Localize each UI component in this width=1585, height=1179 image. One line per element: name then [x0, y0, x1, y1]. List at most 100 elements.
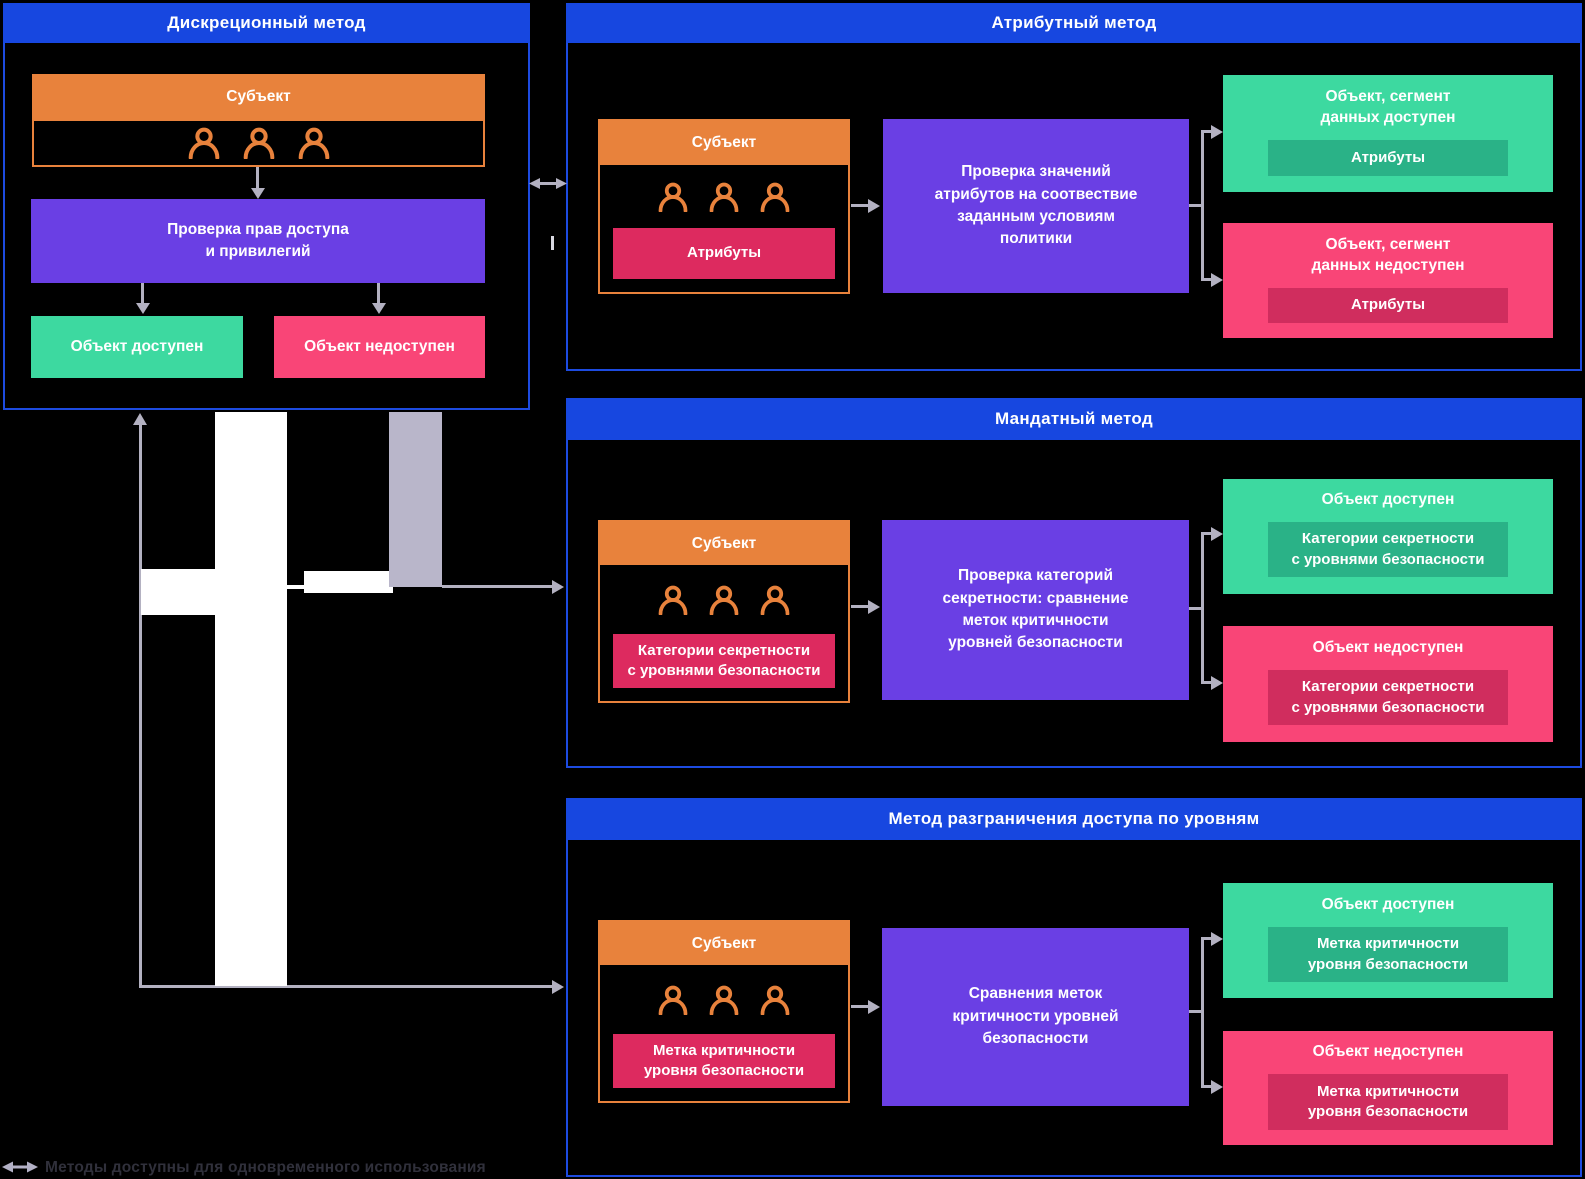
- arrow-right-icon: [552, 980, 564, 994]
- person-icon: [760, 585, 790, 615]
- arrow-right-icon: [1211, 932, 1223, 946]
- subject-label: Субъект: [226, 87, 291, 105]
- process-box: Проверка прав доступа и привилегий: [31, 199, 485, 283]
- lavender-connector-vertical: [389, 412, 442, 587]
- arrow-right-icon: [1211, 527, 1223, 541]
- result-granted-tag: Категории секретности с уровнями безопас…: [1268, 522, 1508, 577]
- subject-users: [600, 965, 848, 1034]
- subject-users-strip: [32, 119, 485, 167]
- arrow-right-icon: [1211, 125, 1223, 139]
- fork-line: [1203, 532, 1213, 535]
- panel-mandatory-header: Мандатный метод: [566, 398, 1582, 440]
- result-denied-tag: Метка критичности уровня безопасности: [1268, 1074, 1508, 1130]
- panel-title: Мандатный метод: [995, 409, 1153, 428]
- fork-line: [1203, 1085, 1213, 1088]
- panel-level-body: [566, 840, 1582, 1177]
- result-denied-box: Объект, сегмент данных недоступен Атрибу…: [1223, 223, 1553, 338]
- subject-box: Субъект Метка критичности уровня безопас…: [598, 920, 850, 1103]
- arrow-up-icon: [133, 413, 147, 425]
- process-text: Проверка прав доступа и привилегий: [167, 220, 349, 260]
- panel-attribute-body: [566, 43, 1582, 371]
- result-denied-tag: Атрибуты: [1268, 288, 1508, 323]
- double-arrow-icon: [529, 178, 567, 189]
- subject-header: Субъект: [32, 74, 485, 119]
- result-denied-box: Объект недоступен: [274, 316, 485, 378]
- subject-users: [600, 165, 848, 228]
- person-icon: [709, 585, 739, 615]
- subject-header: Субъект: [600, 922, 848, 965]
- result-denied-box: Объект недоступен Категории секретности …: [1223, 626, 1553, 742]
- process-box: Сравнения меток критичности уровней безо…: [882, 928, 1189, 1106]
- connector-vertical-line: [139, 424, 142, 987]
- subject-label: Субъект: [691, 534, 757, 552]
- connector-horizontal-line: [139, 985, 553, 988]
- arrow-right-icon: [1211, 273, 1223, 287]
- result-granted-tag: Метка критичности уровня безопасности: [1268, 927, 1508, 982]
- subject-label-tag: Метка критичности уровня безопасности: [613, 1034, 835, 1088]
- fork-line: [1203, 681, 1213, 684]
- arrow-right-icon: [1211, 676, 1223, 690]
- legend-double-arrow-icon: [2, 1161, 38, 1173]
- person-icon: [760, 182, 790, 212]
- arrow-line: [851, 1005, 870, 1008]
- subject-attributes-tag: Атрибуты: [613, 228, 835, 279]
- subject-header: Субъект: [600, 121, 848, 165]
- result-granted-box: Объект доступен: [31, 316, 243, 378]
- result-denied-tag: Категории секретности с уровнями безопас…: [1268, 670, 1508, 725]
- subject-header: Субъект: [600, 522, 848, 565]
- arrow-down-icon: [251, 188, 265, 199]
- white-connector-vertical: [215, 412, 287, 986]
- arrow-right-icon: [868, 1000, 880, 1014]
- fork-line: [1189, 607, 1204, 610]
- subject-label: Субъект: [691, 134, 757, 151]
- result-denied-label: Объект недоступен: [1312, 1043, 1464, 1061]
- fork-line: [1201, 532, 1204, 684]
- subject-label: Субъект: [691, 934, 757, 952]
- white-connector-horizontal: [141, 569, 287, 615]
- result-granted-label: Объект доступен: [1321, 895, 1455, 913]
- person-icon: [298, 127, 329, 159]
- person-icon: [188, 127, 219, 159]
- person-icon: [709, 985, 739, 1015]
- panel-title: Дискреционный метод: [167, 13, 366, 32]
- fork-line: [1189, 204, 1204, 207]
- person-icon: [760, 985, 790, 1015]
- arrow-down-icon: [136, 303, 150, 314]
- panel-discretionary-body: [3, 43, 530, 410]
- arrow-line: [377, 283, 380, 304]
- process-text: Проверка значений атрибутов на соотвеств…: [934, 163, 1138, 248]
- connector-horizontal-line: [442, 585, 553, 588]
- fork-line: [1203, 130, 1213, 133]
- arrow-right-icon: [552, 580, 564, 594]
- fork-line: [1203, 278, 1213, 281]
- arrow-line: [851, 605, 870, 608]
- result-denied-label: Объект, сегмент данных недоступен: [1311, 236, 1465, 274]
- panel-title: Метод разграничения доступа по уровням: [888, 809, 1260, 828]
- result-granted-tag: Атрибуты: [1268, 140, 1508, 176]
- result-granted-box: Объект доступен Метка критичности уровня…: [1223, 883, 1553, 998]
- fork-line: [1189, 1010, 1204, 1013]
- person-icon: [658, 182, 688, 212]
- arrow-right-icon: [868, 199, 880, 213]
- subject-box: Субъект Атрибуты: [598, 119, 850, 294]
- arrow-line: [851, 204, 870, 207]
- white-connector-thin: [287, 585, 304, 589]
- panel-mandatory-body: [566, 440, 1582, 768]
- person-icon: [243, 127, 274, 159]
- result-denied-box: Объект недоступен Метка критичности уров…: [1223, 1031, 1553, 1145]
- panel-discretionary-header: Дискреционный метод: [3, 3, 530, 43]
- process-text: Сравнения меток критичности уровней безо…: [952, 985, 1119, 1048]
- subject-box: Субъект Категории секретности с уровнями…: [598, 520, 850, 703]
- fork-line: [1203, 937, 1213, 940]
- white-connector-segment: [304, 571, 393, 593]
- person-icon: [658, 585, 688, 615]
- arrow-line: [256, 167, 259, 189]
- person-icon: [709, 182, 739, 212]
- arrow-right-icon: [1211, 1080, 1223, 1094]
- subject-users: [600, 565, 848, 634]
- result-granted-label: Объект доступен: [70, 337, 204, 355]
- process-box: Проверка значений атрибутов на соотвеств…: [883, 119, 1189, 293]
- legend-label: Методы доступны для одновременного испол…: [45, 1159, 486, 1176]
- arrow-down-icon: [372, 303, 386, 314]
